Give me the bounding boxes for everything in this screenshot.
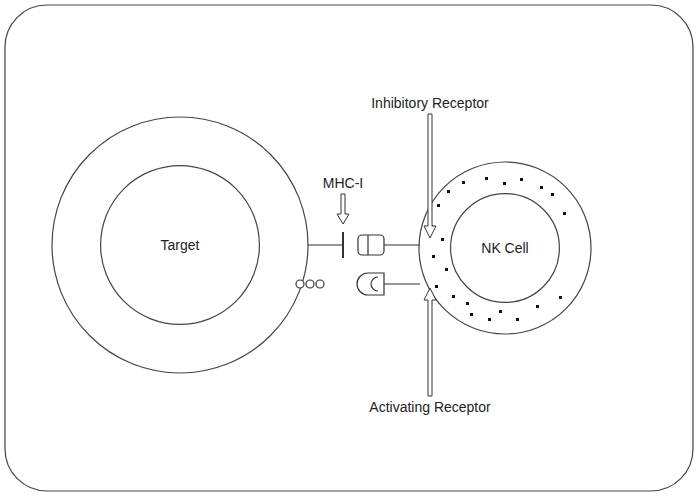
receptor-label: Inhibitory Receptor xyxy=(369,95,491,111)
granules xyxy=(430,177,566,321)
cell-label: NK Cell xyxy=(481,240,528,256)
target-cell-membrane xyxy=(52,117,308,373)
cell-label: Target xyxy=(161,237,200,253)
molecule-label: MHC-I xyxy=(321,175,365,191)
pointer-arrows xyxy=(337,114,436,396)
receptor-label: Activating Receptor xyxy=(367,399,492,415)
target-nucleus: Target xyxy=(100,165,260,325)
receptors xyxy=(296,232,420,295)
nk-nucleus: NK Cell xyxy=(450,193,560,303)
nk-cell-membrane xyxy=(419,162,591,334)
frame xyxy=(5,5,693,491)
